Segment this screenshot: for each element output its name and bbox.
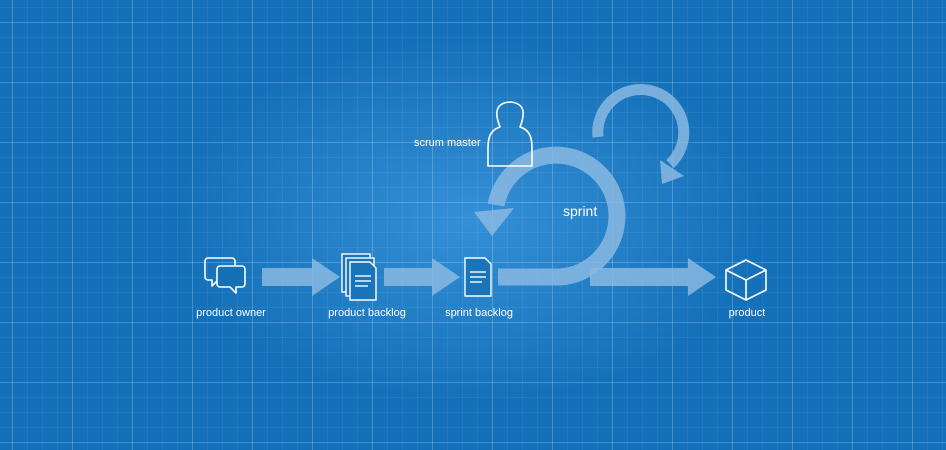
document-stack-icon [341, 253, 377, 301]
arrow-owner-to-backlog [262, 258, 340, 296]
sprint-loop-arrowhead [474, 208, 514, 236]
person-icon [487, 101, 533, 167]
sprint-backlog-label: sprint backlog [445, 307, 513, 319]
document-icon [464, 257, 492, 297]
sprint-label: sprint [563, 203, 598, 219]
product-backlog-label: product backlog [328, 307, 406, 319]
daily-loop-arrowhead [660, 160, 684, 184]
cube-icon [725, 259, 767, 301]
chat-bubbles-icon [204, 257, 246, 294]
arrow-backlog-to-sprint-backlog [384, 258, 460, 296]
sprint-loop-arrow [487, 146, 626, 286]
product-label: product [728, 307, 766, 319]
product-owner-label: product owner [196, 307, 266, 319]
arrow-sprint-to-product [590, 258, 716, 296]
scrum-master-label: scrum master [414, 137, 481, 149]
daily-loop-arrow [592, 84, 690, 169]
